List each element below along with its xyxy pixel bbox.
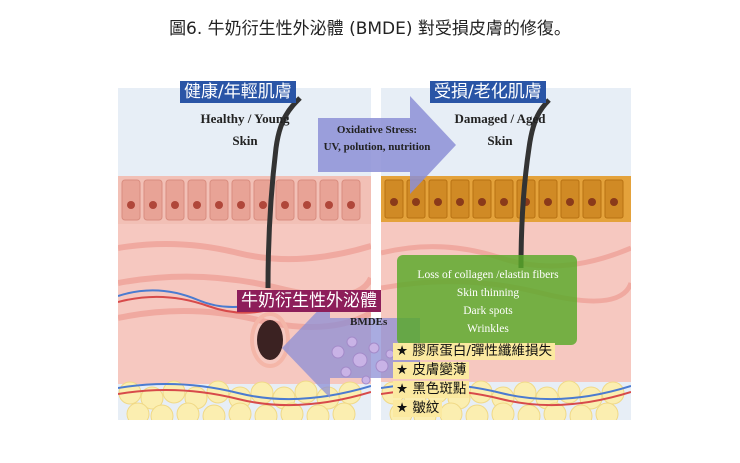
damaged-skin-tag: 受損/老化肌膚 — [430, 81, 546, 103]
bmde-label: BMDEs — [350, 316, 388, 328]
damaged-skin-title-line2: Skin — [487, 133, 513, 148]
damage-item: Loss of collagen /elastin fibers — [417, 269, 559, 281]
damaged-skin-title-line1: Damaged / Aged — [454, 111, 546, 126]
damage-effects-list: Loss of collagen /elastin fibers Skin th… — [395, 266, 581, 338]
repair-item: ★ 皺紋 — [393, 400, 443, 417]
repair-effects-list: ★ 膠原蛋白/彈性纖維損失 ★ 皮膚變薄 ★ 黑色斑點 ★ 皺紋 — [393, 343, 555, 419]
repair-item: ★ 膠原蛋白/彈性纖維損失 — [393, 343, 555, 360]
hair-damaged — [518, 98, 551, 269]
repair-item: ★ 皮膚變薄 — [393, 362, 470, 379]
stress-line1: Oxidative Stress: — [336, 124, 418, 136]
repair-item: ★ 黑色斑點 — [393, 381, 470, 398]
healthy-skin-tag: 健康/年輕肌膚 — [180, 81, 296, 103]
bmde-tag: 牛奶衍生性外泌體 — [237, 290, 381, 312]
figure-caption: 圖6. 牛奶衍生性外泌體 (BMDE) 對受損皮膚的修復。 — [169, 19, 571, 39]
damage-item: Skin thinning — [456, 287, 520, 299]
healthy-skin-title-line1: Healthy / Young — [200, 111, 290, 126]
stress-line2: UV, polution, nutrition — [323, 141, 431, 153]
healthy-skin-title-line2: Skin — [232, 133, 258, 148]
damage-item: Dark spots — [463, 305, 513, 317]
damage-item: Wrinkles — [467, 323, 509, 335]
damage-effects-box — [397, 255, 577, 345]
epidermis-cells-healthy — [118, 176, 371, 224]
hair-healthy — [265, 96, 302, 289]
oxidative-stress-label: Oxidative Stress: UV, polution, nutritio… — [318, 122, 436, 156]
epidermis-cells-damaged — [381, 176, 631, 222]
